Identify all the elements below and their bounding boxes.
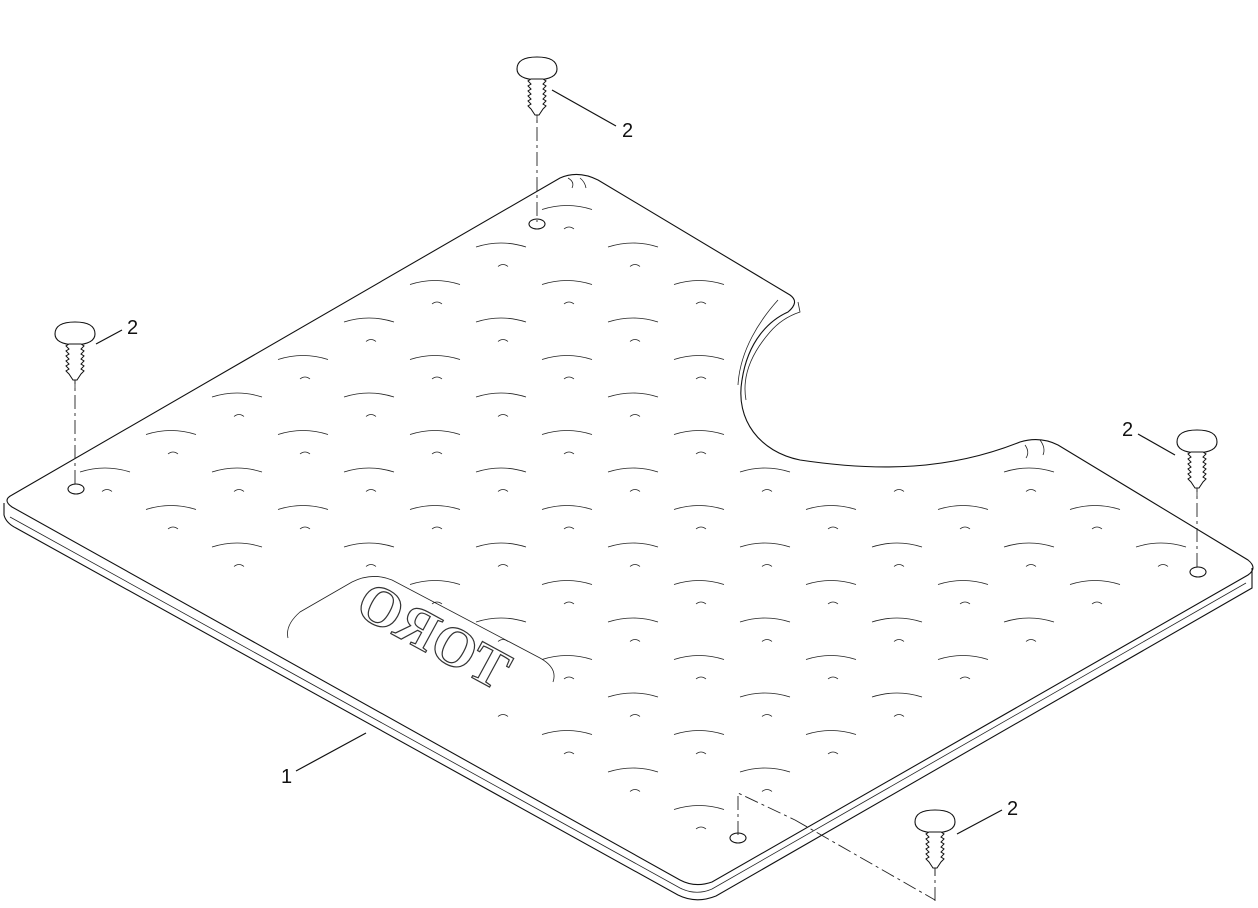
leader-lines (95, 89, 1176, 835)
leader-mat (295, 732, 367, 772)
push-fasteners (54, 56, 1218, 876)
mat-top-surface (6, 173, 1254, 886)
mounting-hole-left (67, 483, 85, 495)
fastener-left (54, 321, 96, 388)
callout-mat: 1 (281, 766, 292, 788)
mat-cutout-edge (744, 301, 801, 401)
mounting-hole-right (1189, 566, 1207, 578)
fastener-bottom (914, 809, 956, 876)
tread-pattern (79, 205, 1187, 830)
floor-mat (3, 173, 1254, 901)
centerlines (74, 102, 1198, 905)
leader-fastener-bottom (956, 809, 1003, 835)
mounting-hole-top (528, 218, 546, 230)
mat-cutout-rim (737, 299, 779, 386)
mat-lower-edge (3, 503, 1253, 901)
leader-fastener-left (95, 329, 123, 345)
callout-fastener-bottom: 2 (1007, 798, 1018, 820)
mounting-holes (67, 218, 1207, 844)
fastener-right (1176, 429, 1218, 496)
mat-edge-inner (9, 516, 1247, 893)
logo-text: TORO (347, 570, 521, 703)
leader-fastener-right (1137, 433, 1176, 456)
centerline-bottom (737, 792, 936, 901)
callout-fastener-top: 2 (622, 120, 633, 142)
leader-fastener-top (551, 89, 617, 127)
fastener-top (516, 56, 558, 123)
callout-fastener-left: 2 (127, 317, 138, 339)
logo-panel-outline (287, 576, 555, 683)
callout-fastener-right: 2 (1122, 419, 1133, 441)
callouts: 1 2 2 2 2 (127, 120, 1133, 820)
